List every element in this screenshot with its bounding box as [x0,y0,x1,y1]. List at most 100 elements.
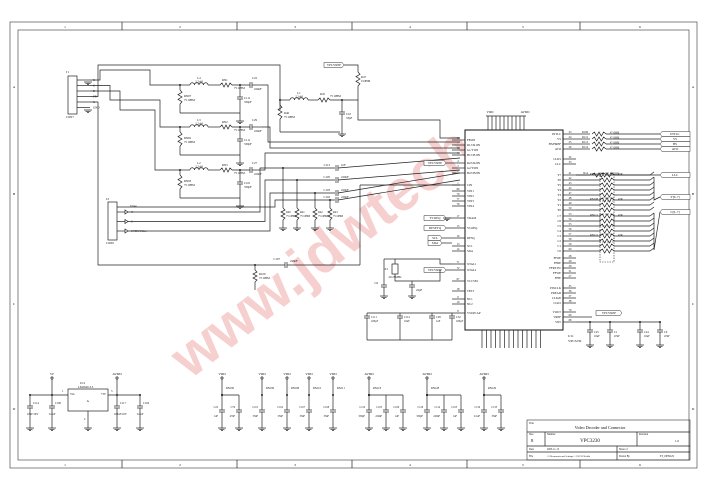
resistor-symbol [177,131,183,147]
resistor-symbol [219,82,233,88]
net-tag [323,62,345,68]
pin-name: XTAL2 [467,268,477,272]
wire [128,179,335,222]
pin-name: VRAM [467,216,476,220]
inductor-ref: L1 [297,91,301,95]
pin-number: 1 [457,182,459,185]
inductor-value: 2.2uH [195,80,203,84]
net-tag [423,225,447,231]
resistor-value: 47 OHM [610,147,620,150]
pin-number: 10 [457,301,460,304]
cap-value: 47uF/16V [27,413,38,416]
net-tag-label: Y[0..7] [670,195,679,199]
pin-number: 77 [457,198,460,201]
inductor-symbol [189,167,209,171]
ferrite-ref: RN3 [222,163,228,167]
net-tag-label: VPCVREF [327,63,342,67]
pin-number: 76 [457,203,460,206]
cap-value: 33pF [346,116,353,120]
power-net-label: VDD [218,372,226,376]
power-net-label: AVDD [479,372,489,376]
ferrite-value: 75 OHM [234,171,245,175]
pin-number: 32 [569,156,572,159]
size-label: Size [529,433,534,436]
pin-name: C0 [557,249,561,253]
pin-number: 57 [569,233,572,236]
resistor-value: 75 OHM [300,215,311,218]
crystal-ref: X1 [384,267,388,271]
pin-number: 33 [569,161,572,164]
junction-dot [221,394,223,396]
pin-number: 7 [457,142,459,145]
pin-number: 68 [569,319,572,322]
net-tag-label: VPCVREF [428,161,443,165]
pin-number: 35 [569,285,572,288]
wire [90,90,180,171]
resistor-symbol [591,146,607,152]
cap-value: 0.1uF [137,413,144,416]
cap-ref: C28 [436,316,441,319]
pin-number: 56 [569,228,572,231]
power-net-label: AVDD [112,372,122,376]
resistor-symbol [599,218,615,224]
net-tag-label: RESETQ [429,226,442,230]
revision-label: Revision [639,433,649,436]
net-tag-label: INTLC [670,132,679,136]
cap-ref: C104 [143,402,150,405]
power-net-label: AVDD [521,110,530,114]
resistor-ref: R14 [583,172,588,175]
cap-value: 1uF [436,320,441,323]
net-tag-label: SDA [432,241,439,245]
pin-name: VIN3 [467,199,474,203]
resistor-pack-ref: RN101 [590,173,599,176]
cap-value: 220nF [254,87,262,91]
net-tag-label: VS [673,137,677,141]
wire [649,206,655,211]
wire [649,217,655,222]
pin-name: PREAD [551,291,562,295]
wire [128,192,335,232]
pin-name: Y3 [557,193,561,197]
pin-number: 25 [569,141,572,144]
wire [649,227,655,232]
resistor-value: 75 OHM [184,183,195,187]
resistor-value: 75 OHM [184,140,195,144]
border-row-label: B [692,192,695,196]
cap-ref: C6 [374,281,378,285]
resistor-ref: R109 [259,272,266,276]
pin-number: 55 [569,223,572,226]
cap-ref: C10 [346,112,352,116]
cap-value: 33nF [300,415,306,418]
pin-number: 29 [569,260,572,263]
cap-value: 10uF [594,335,600,338]
power-net-label: VDD [305,372,313,376]
pin-number: 2 [84,418,86,421]
pin-name: INTLC [552,132,561,136]
cap-value: 330pF [416,415,423,418]
cap-value: 220nF [433,415,440,418]
cap-ref: C25 [594,331,599,334]
resistor-symbol [599,192,615,198]
border-column-label: 4 [409,463,411,467]
pin-number: 3 [111,390,113,393]
net-tag-label: HS [673,142,677,146]
pin-name: Y0 [557,208,561,212]
resistor-pack-value: 47R [618,173,623,176]
pin-name: C1 [557,244,561,248]
resistor-value: 0 OHM [361,79,371,83]
wire [649,222,655,227]
pin-number: 42 [569,177,572,180]
pin-number: 27 [569,275,572,278]
net-tag-label: SCL [432,236,438,240]
resistor-ref: R46 [284,111,290,115]
ferrite-ref: RN2 [222,120,228,124]
resistor-pack [599,197,615,227]
border-row-label: D [692,407,695,411]
junction-dot [483,394,485,396]
pin-number: 1 [62,390,64,393]
pin-number: 24 [569,136,572,139]
cap-ref: C107 [273,257,280,261]
title-block [526,419,691,461]
cap-value: 220nF [254,172,262,176]
resistor-symbol [355,71,361,87]
